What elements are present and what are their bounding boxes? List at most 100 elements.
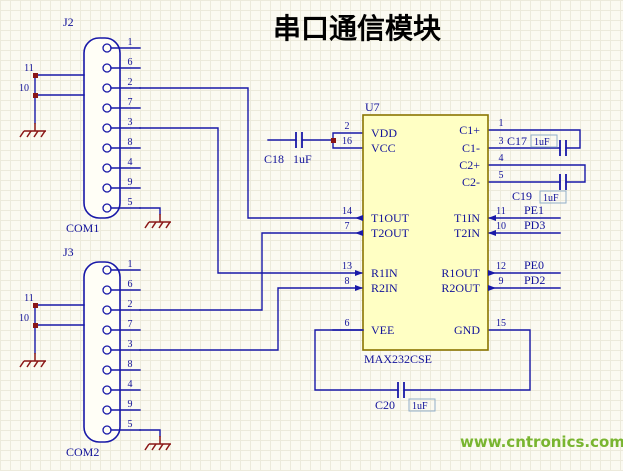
chip-pin-number: 15 <box>496 318 506 329</box>
j3-db9-body <box>83 261 121 443</box>
wire-j3-shell-gnd <box>34 304 85 354</box>
cap-value: 1uF <box>543 193 559 204</box>
j3-pin-stubs <box>110 269 141 431</box>
j2-ref-label: J2 <box>63 15 74 29</box>
j2-pin-hole <box>102 83 112 93</box>
j3-pin-number: 1 <box>128 259 133 270</box>
j2-pin-hole <box>102 203 112 213</box>
j3-pin-hole <box>102 345 112 355</box>
pin-direction-arrows <box>355 215 496 291</box>
j3-pin-hole <box>102 365 112 375</box>
j3-ref-label: J3 <box>63 245 74 259</box>
junction-dot <box>33 303 38 308</box>
j3-pin-number: 9 <box>128 399 133 410</box>
chip-pin-number: 5 <box>499 170 504 181</box>
j3-shell-pin-number: 10 <box>19 313 29 324</box>
chip-pin-name: C2+ <box>459 158 480 172</box>
j2-pin-number: 7 <box>128 97 133 108</box>
wire-j2pin3-r1in <box>139 127 364 274</box>
wires <box>33 73 586 437</box>
wire-j2-shell-gnd <box>34 74 85 124</box>
capacitor-c18: C18 1uF <box>264 132 312 166</box>
chip-pin-number: 14 <box>342 206 352 217</box>
net-labels: PE1 PD3 PE0 PD2 <box>524 203 545 287</box>
junction-dot <box>33 323 38 328</box>
chip-pin-name: C1- <box>462 141 480 155</box>
j2-pin-number: 6 <box>128 57 133 68</box>
j3-pin-number: 5 <box>128 419 133 430</box>
chip-pin-number: 7 <box>345 221 350 232</box>
j2-shell-pin-number: 10 <box>19 83 29 94</box>
j2-com-label: COM1 <box>66 221 99 235</box>
wire-gnd-c20 <box>403 329 531 391</box>
j2-pin-number: 4 <box>128 157 133 168</box>
chip-pin-number: 16 <box>342 136 352 147</box>
j2-pin-number: 8 <box>128 137 133 148</box>
j3-pin-hole <box>102 265 112 275</box>
chip-part-label: MAX232CSE <box>364 352 432 366</box>
net-label-pe1: PE1 <box>524 203 544 217</box>
net-label-pe0: PE0 <box>524 258 544 272</box>
chip-pin-name: T1OUT <box>371 211 410 225</box>
cap-ref: C19 <box>512 189 532 203</box>
j3-pin-hole <box>102 425 112 435</box>
chip-ref-label: U7 <box>365 100 380 114</box>
chip-pin-name: T1IN <box>454 211 480 225</box>
j2-pin-hole <box>102 43 112 53</box>
wire-j3pin5-gnd <box>139 429 161 437</box>
j3-pin-number: 4 <box>128 379 133 390</box>
chip-pin-number: 8 <box>345 276 350 287</box>
capacitor-c20: C20 1uF <box>375 382 436 412</box>
cap-value-box <box>530 134 558 148</box>
j3-pin-number: 2 <box>128 299 133 310</box>
j2-pin-hole <box>102 63 112 73</box>
j2-pin-number: 1 <box>128 37 133 48</box>
j2-pin-number: 2 <box>128 77 133 88</box>
ground-symbol <box>144 435 172 451</box>
chip-pin-number: 10 <box>496 221 506 232</box>
net-label-pd2: PD2 <box>524 273 545 287</box>
chip-pin-name: R1OUT <box>441 266 480 280</box>
chip-pin-number: 9 <box>499 276 504 287</box>
wire-j2pin5-gnd <box>139 207 161 215</box>
chip-pin-number: 11 <box>496 206 506 217</box>
chip-pin-name: T2IN <box>454 226 480 240</box>
ground-symbol <box>19 352 47 368</box>
j3-pin-hole <box>102 385 112 395</box>
j2-pin-hole <box>102 123 112 133</box>
junction-dot <box>33 73 38 78</box>
cap-ref: C20 <box>375 398 395 412</box>
connector-j2: J2 1 6 2 7 3 8 4 9 5 11 10 COM1 <box>19 15 141 235</box>
schematic-title: 串口通信模块 <box>273 12 441 45</box>
chip-pin-name: R2IN <box>371 281 398 295</box>
chip-pin-number: 1 <box>499 118 504 129</box>
chip-pin-name: VCC <box>371 141 396 155</box>
chip-pin-name: VDD <box>371 126 397 140</box>
chip-pin-name: T2OUT <box>371 226 410 240</box>
chip-pin-name: R2OUT <box>441 281 480 295</box>
wire-net-stubs <box>487 217 561 289</box>
capacitor-c19: C19 1uF <box>512 174 567 204</box>
cap-ref: C17 <box>507 134 527 148</box>
chip-pin-name: GND <box>454 323 480 337</box>
j3-pin-number: 3 <box>128 339 133 350</box>
cap-value: 1uF <box>293 152 312 166</box>
capacitor-c17: C17 1uF <box>507 134 567 156</box>
connector-j3: J3 1 6 2 7 3 8 4 9 5 11 10 COM2 <box>19 245 141 459</box>
j2-pin-number: 9 <box>128 177 133 188</box>
j3-pin-number: 7 <box>128 319 133 330</box>
junction-dot <box>33 93 38 98</box>
net-label-pd3: PD3 <box>524 218 545 232</box>
chip-pin-number: 3 <box>499 136 504 147</box>
j2-pin-hole <box>102 163 112 173</box>
ground-symbol <box>19 122 47 138</box>
chip-pin-name: VEE <box>371 323 394 337</box>
j3-com-label: COM2 <box>66 445 99 459</box>
j2-pin-hole <box>102 103 112 113</box>
j3-pin-number: 8 <box>128 359 133 370</box>
chip-pin-number: 13 <box>342 261 352 272</box>
chip-pin-name: C2- <box>462 175 480 189</box>
chip-pin-number: 6 <box>345 318 350 329</box>
